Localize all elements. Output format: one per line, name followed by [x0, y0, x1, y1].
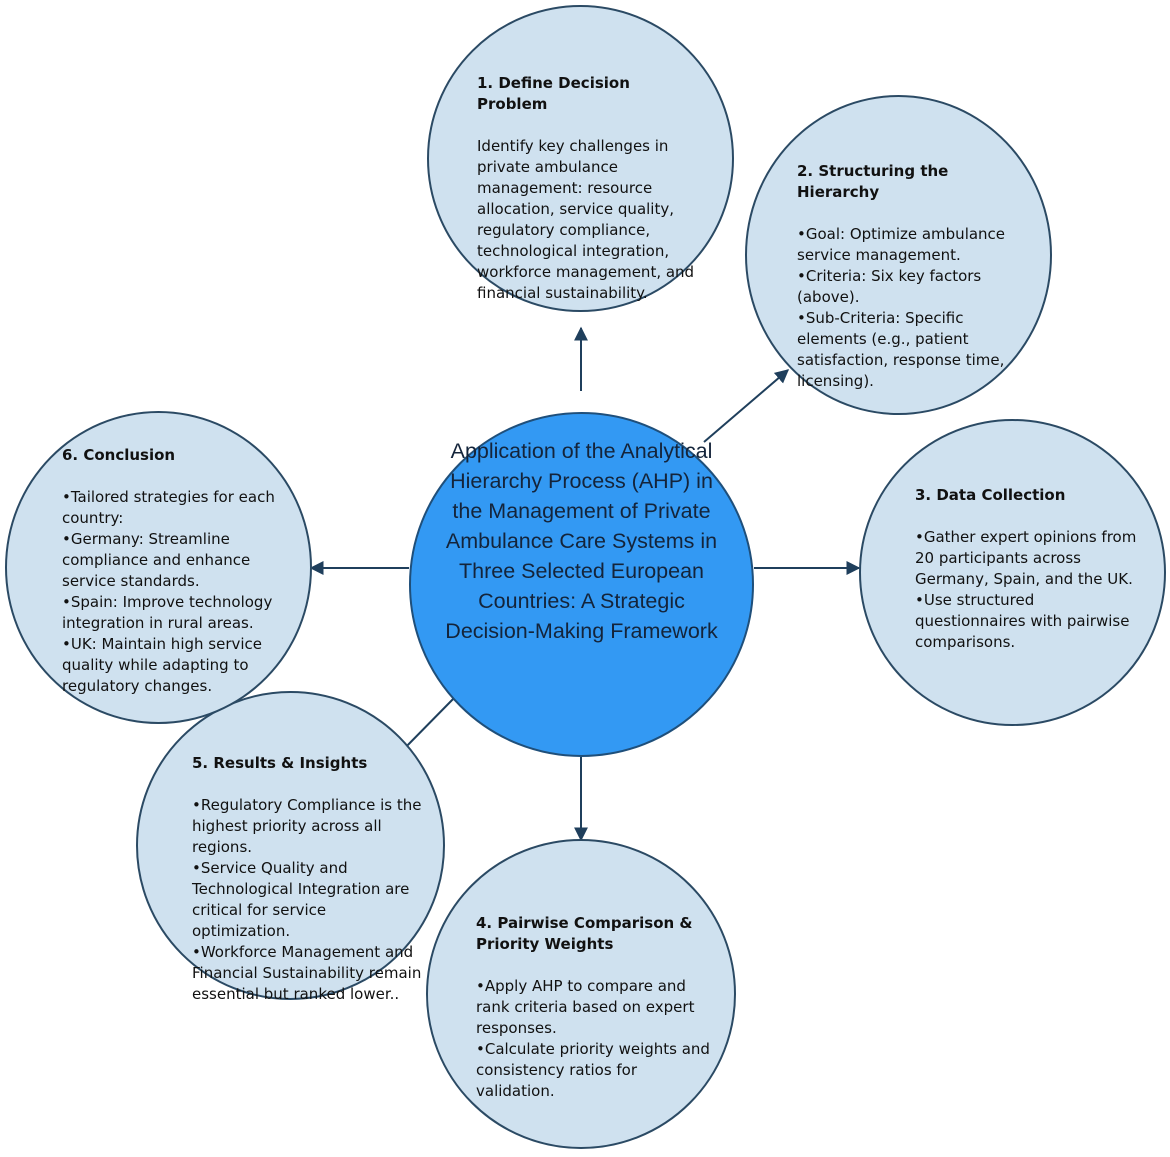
bullet-item: •Apply AHP to compare and rank criteria … [476, 977, 695, 1037]
step-results-and-insights: 5. Results & Insights •Regulatory Compli… [136, 691, 445, 1003]
bullet-item: •Workforce Management and Financial Sust… [192, 943, 422, 1003]
central-topic-title: Application of the Analytical Hierarchy … [445, 439, 718, 643]
step-pairwise-comparison: 4. Pairwise Comparison & Priority Weight… [426, 839, 736, 1149]
step-title: 3. Data Collection [915, 486, 1066, 504]
step-data-collection: 3. Data Collection •Gather expert opinio… [859, 419, 1166, 726]
central-topic: Application of the Analytical Hierarchy … [409, 412, 754, 757]
step-title: 2. Structuring the Hierarchy [797, 162, 949, 201]
bullet-item: •Spain: Improve technology integration i… [62, 593, 273, 632]
bullet-item: •Sub-Criteria: Specific elements (e.g., … [797, 309, 1005, 390]
step-structuring-the-hierarchy: 2. Structuring the Hierarchy •Goal: Opti… [745, 95, 1052, 415]
step-title: 5. Results & Insights [192, 754, 368, 772]
bullet-item: •Gather expert opinions from 20 particip… [915, 528, 1137, 588]
step-title: 4. Pairwise Comparison & Priority Weight… [476, 914, 693, 953]
bullet-item: •Criteria: Six key factors (above). [797, 267, 982, 306]
step-body: Identify key challenges in private ambul… [477, 137, 695, 302]
bullet-item: •Service Quality and Technological Integ… [192, 859, 410, 940]
bullet-item: •Goal: Optimize ambulance service manage… [797, 225, 1006, 264]
arrow-to-structuring [703, 369, 790, 443]
bullet-item: •Use structured questionnaires with pair… [915, 591, 1130, 651]
step-bullets: •Regulatory Compliance is the highest pr… [192, 795, 427, 1005]
bullet-item: •UK: Maintain high service quality while… [62, 635, 263, 695]
step-bullets: •Tailored strategies for each country: •… [62, 487, 307, 697]
step-bullets: •Gather expert opinions from 20 particip… [915, 527, 1140, 653]
bullet-item: •Tailored strategies for each country: [62, 488, 275, 527]
bullet-item: •Calculate priority weights and consiste… [476, 1040, 710, 1100]
bullet-item: •Germany: Streamline compliance and enha… [62, 530, 251, 590]
step-title: 1. Define Decision Problem [477, 74, 630, 113]
step-define-decision-problem: 1. Define Decision Problem Identify key … [427, 5, 734, 312]
step-title: 6. Conclusion [62, 446, 176, 464]
bullet-item: •Regulatory Compliance is the highest pr… [192, 796, 422, 856]
step-bullets: •Apply AHP to compare and rank criteria … [476, 976, 714, 1102]
step-conclusion: 6. Conclusion •Tailored strategies for e… [5, 411, 312, 724]
step-bullets: •Goal: Optimize ambulance service manage… [797, 224, 1025, 392]
